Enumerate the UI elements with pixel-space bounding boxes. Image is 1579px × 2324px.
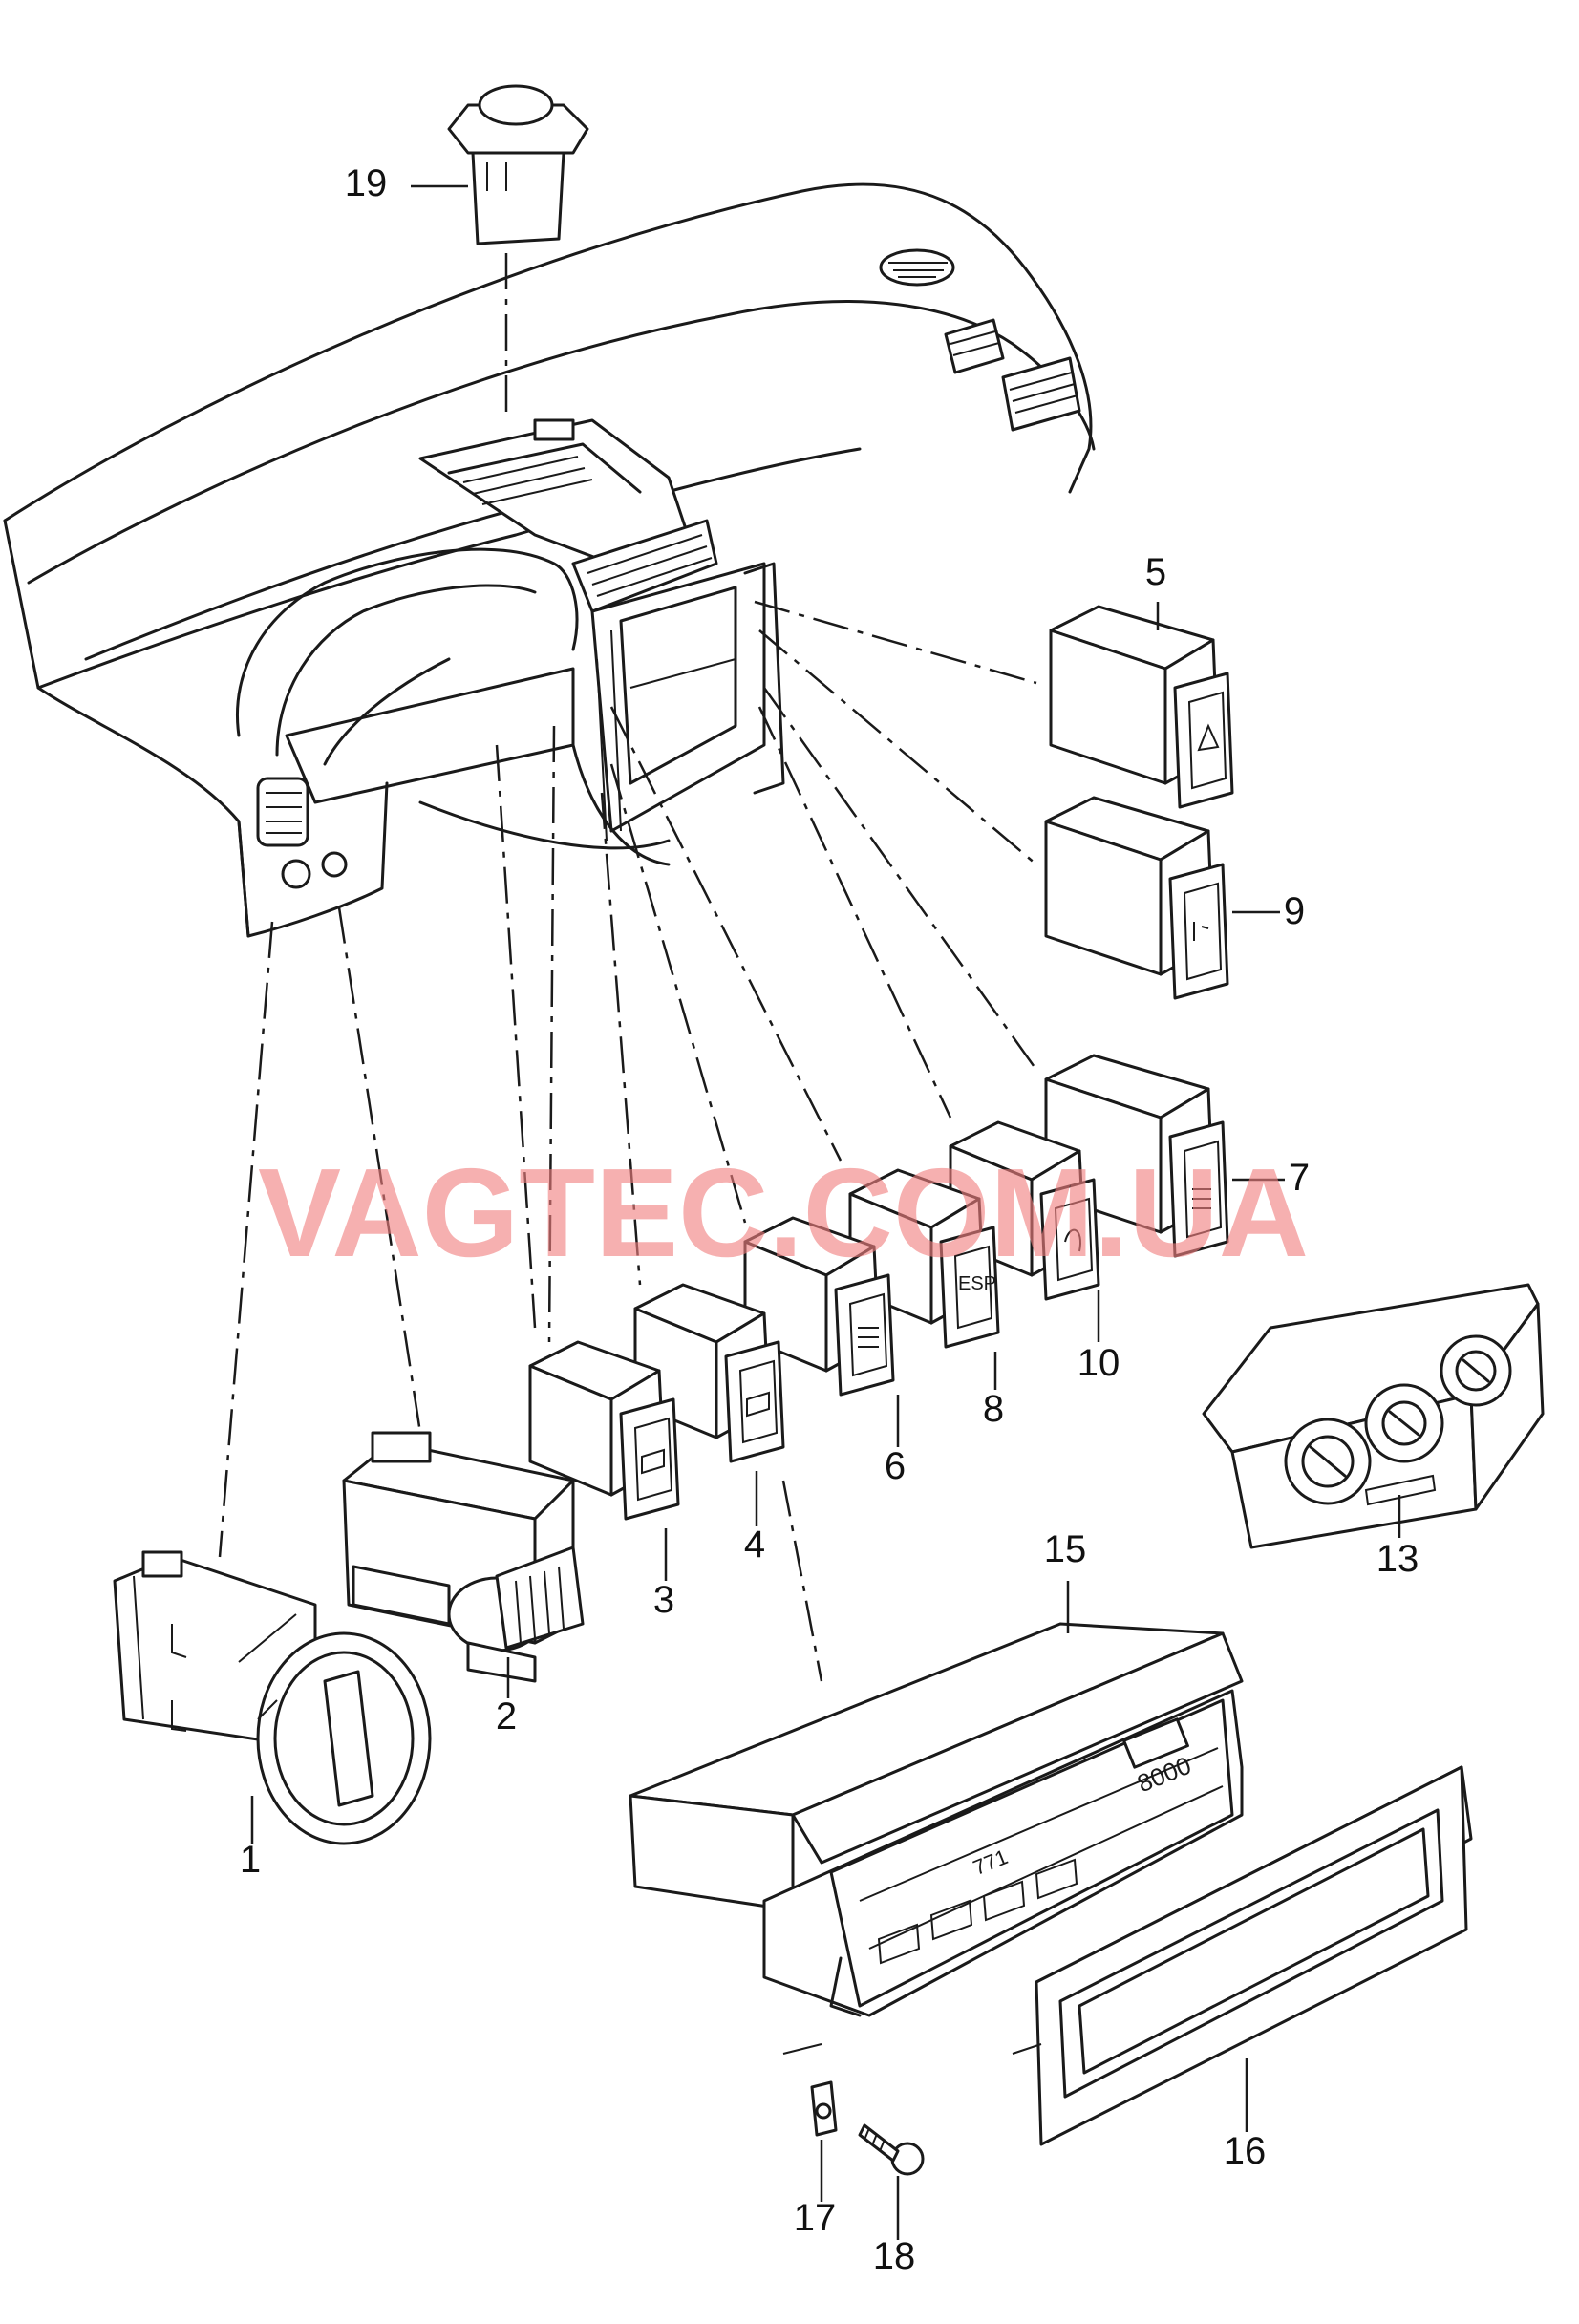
part-13-climate-control xyxy=(1202,1283,1545,1549)
part-17-clip xyxy=(782,2043,838,2137)
dashboard xyxy=(3,182,1096,938)
part-18-screw xyxy=(858,2123,925,2176)
callout-15: 15 xyxy=(1044,1528,1087,1570)
part-1-light-switch xyxy=(113,1550,432,1845)
callout-8: 8 xyxy=(983,1388,1004,1430)
callout-17: 17 xyxy=(794,2197,837,2239)
callout-6: 6 xyxy=(885,1445,906,1487)
esp-label: ESP xyxy=(958,1273,996,1294)
callout-10: 10 xyxy=(1078,1342,1120,1384)
callout-3: 3 xyxy=(653,1579,674,1621)
part-15-climatronic: 8000 771 xyxy=(629,1622,1244,2017)
part-5-switch xyxy=(1049,605,1234,809)
part-10-switch xyxy=(949,1120,1100,1301)
callout-1: 1 xyxy=(240,1839,261,1881)
guide-lines xyxy=(218,253,1038,1682)
callout-7: 7 xyxy=(1289,1157,1310,1199)
part-3-switch xyxy=(528,1340,680,1521)
callout-4: 4 xyxy=(744,1524,765,1566)
callout-16: 16 xyxy=(1224,2130,1267,2172)
part-19-switch xyxy=(447,84,589,245)
part-9-switch xyxy=(1044,796,1229,1000)
callout-18: 18 xyxy=(873,2235,916,2277)
watermark-text: VAGTEC.COM.UA xyxy=(258,1142,1309,1283)
leader-lines xyxy=(250,184,1401,2240)
callout-2: 2 xyxy=(496,1695,517,1738)
part-2-dimmer xyxy=(342,1431,585,1683)
callout-5: 5 xyxy=(1145,551,1166,593)
part-16-frame xyxy=(1012,1765,1473,2146)
callout-9: 9 xyxy=(1284,890,1305,932)
callout-19: 19 xyxy=(345,162,388,204)
callout-labels: 19 5 9 7 10 8 6 13 4 3 15 2 1 16 17 18 xyxy=(240,162,1419,2277)
callout-13: 13 xyxy=(1376,1538,1419,1580)
